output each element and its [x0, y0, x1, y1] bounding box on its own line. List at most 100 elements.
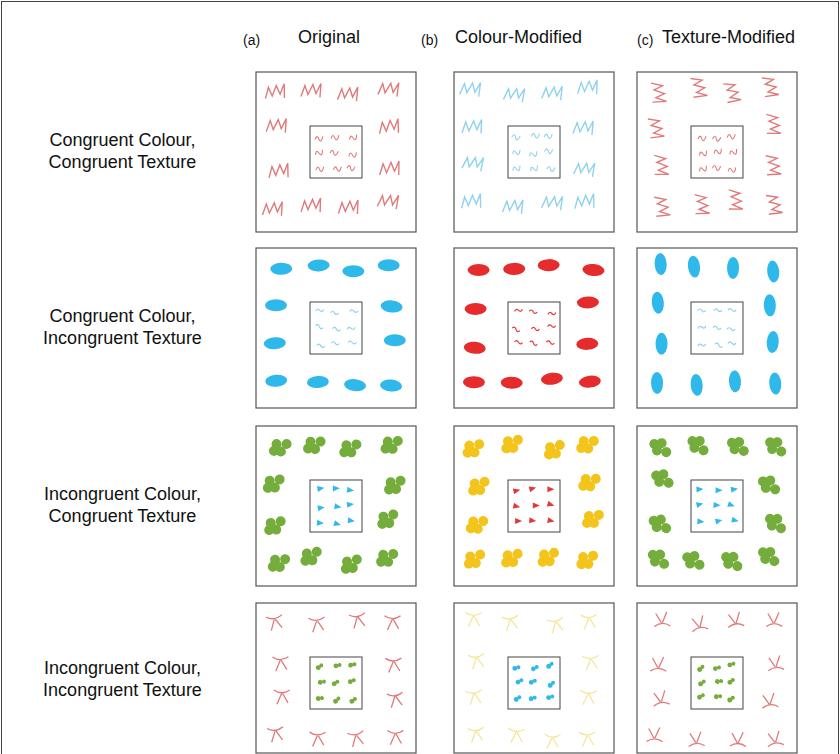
- texture-element: [694, 193, 710, 214]
- texture-element: [727, 695, 736, 702]
- stimulus-square: [637, 248, 797, 408]
- texture-element: [349, 697, 358, 705]
- texture-element: [699, 166, 708, 173]
- texture-element: [578, 472, 601, 492]
- texture-element: [762, 693, 779, 709]
- texture-element: [463, 341, 486, 355]
- texture-element: [317, 678, 326, 686]
- square-frame: [454, 248, 614, 408]
- texture-element: [580, 614, 596, 629]
- texture-element: [766, 260, 780, 283]
- texture-element: [647, 511, 673, 539]
- texture-element: [728, 370, 741, 393]
- texture-element: [301, 84, 321, 98]
- square-frame: [256, 248, 416, 408]
- texture-element: [513, 487, 521, 494]
- texture-element: [528, 695, 536, 702]
- texture-element: [650, 656, 667, 672]
- texture-element: [462, 120, 482, 135]
- texture-element: [317, 485, 325, 492]
- texture-element: [573, 161, 594, 177]
- column-heading: Original: [298, 27, 360, 49]
- texture-element: [761, 75, 779, 98]
- texture-element: [380, 299, 403, 313]
- texture-element: [530, 165, 539, 172]
- texture-element: [768, 372, 782, 395]
- texture-element: [460, 81, 481, 96]
- texture-element: [464, 612, 481, 628]
- texture-element: [712, 136, 721, 142]
- texture-element: [387, 692, 404, 708]
- centre-patch: [691, 302, 743, 354]
- texture-element: [714, 149, 723, 155]
- texture-element: [465, 515, 488, 534]
- texture-element: [513, 695, 522, 702]
- texture-element: [722, 80, 741, 103]
- column-heading: (a): [243, 32, 260, 49]
- texture-element: [348, 341, 356, 345]
- texture-element: [265, 299, 287, 311]
- texture-element: [582, 263, 605, 277]
- texture-element: [467, 727, 483, 742]
- texture-element: [756, 472, 781, 499]
- texture-element: [380, 379, 403, 393]
- texture-element: [309, 617, 325, 632]
- texture-element: [650, 465, 676, 493]
- column-heading: Texture-Modified: [662, 27, 795, 49]
- texture-element: [317, 344, 325, 348]
- row-heading: Congruent Colour, Incongruent Texture: [15, 306, 230, 349]
- texture-element: [547, 517, 555, 524]
- centre-patch: [508, 126, 560, 178]
- texture-element: [465, 303, 487, 315]
- texture-element: [529, 151, 538, 157]
- texture-element: [529, 485, 537, 493]
- texture-element: [767, 731, 784, 747]
- centre-patch: [508, 480, 560, 532]
- stimulus-grid: [256, 72, 797, 753]
- texture-element: [378, 81, 399, 96]
- texture-element: [514, 340, 522, 344]
- texture-element: [731, 517, 739, 524]
- square-frame: [637, 72, 797, 232]
- texture-element: [383, 475, 406, 494]
- texture-element: [730, 731, 747, 747]
- texture-element: [766, 611, 783, 627]
- texture-element: [544, 149, 552, 154]
- texture-element: [715, 343, 724, 348]
- texture-element: [334, 503, 342, 510]
- texture-element: [317, 504, 325, 511]
- stimulus-square: [454, 603, 614, 753]
- texture-element: [262, 474, 285, 493]
- texture-element: [728, 167, 737, 172]
- texture-element: [332, 327, 340, 331]
- texture-element: [466, 690, 482, 705]
- texture-element: [386, 729, 403, 745]
- texture-element: [468, 264, 490, 276]
- square-frame: [454, 603, 614, 753]
- row-heading: Incongruent Colour, Congruent Texture: [15, 484, 230, 527]
- texture-element: [347, 165, 356, 171]
- texture-element: [713, 693, 722, 701]
- texture-element: [309, 731, 326, 747]
- square-frame: [256, 72, 416, 232]
- texture-element: [462, 155, 484, 171]
- centre-patch: [310, 126, 362, 178]
- texture-element: [462, 439, 485, 458]
- texture-element: [546, 341, 554, 345]
- texture-element: [728, 189, 743, 210]
- texture-element: [330, 311, 338, 314]
- centre-patch: [508, 302, 560, 354]
- texture-element: [686, 433, 709, 459]
- texture-element: [728, 341, 736, 345]
- texture-element: [576, 551, 599, 570]
- texture-element: [542, 439, 566, 460]
- texture-element: [266, 119, 286, 133]
- texture-element: [573, 121, 593, 135]
- texture-element: [653, 195, 670, 217]
- texture-element: [377, 193, 398, 209]
- texture-element: [574, 194, 595, 210]
- square-frame: [637, 426, 797, 586]
- texture-element: [689, 731, 705, 746]
- texture-element: [655, 333, 667, 355]
- texture-element: [727, 661, 735, 667]
